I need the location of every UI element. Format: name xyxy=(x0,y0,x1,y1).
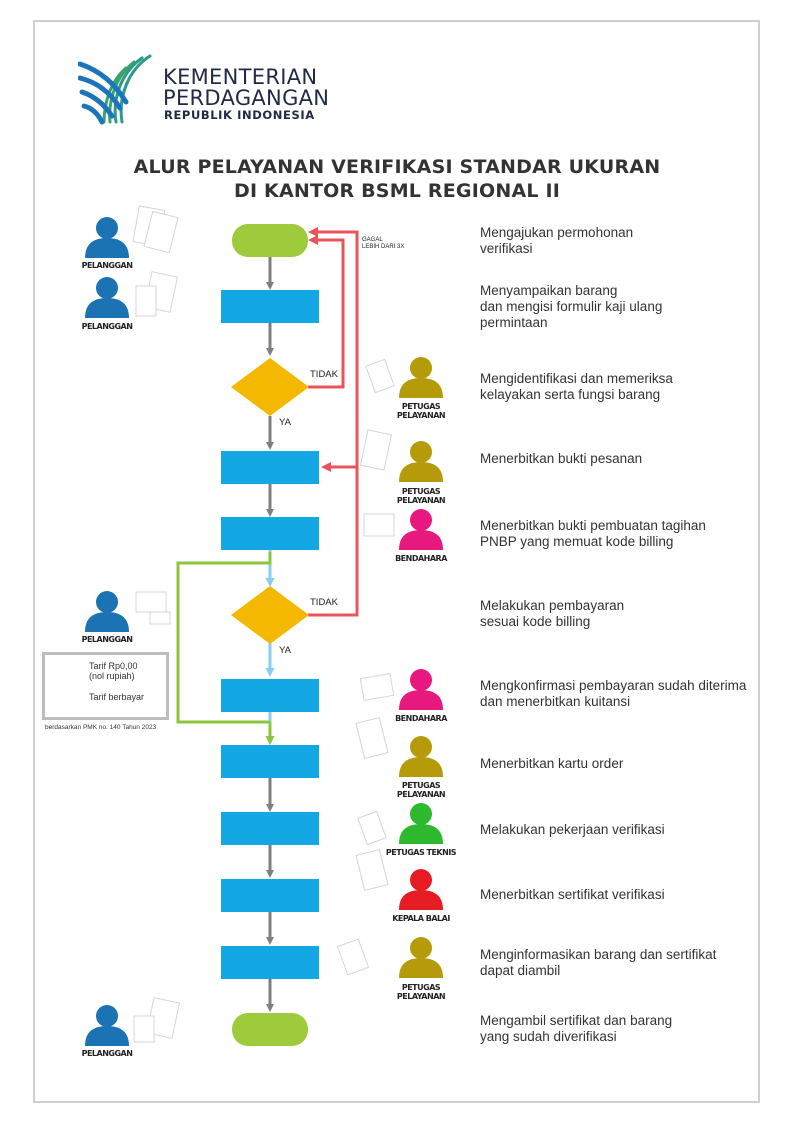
page-frame xyxy=(33,20,760,1103)
page-title-line-2: DI KANTOR BSML REGIONAL II xyxy=(233,180,561,202)
free-path-line xyxy=(176,552,272,724)
document-icon xyxy=(132,205,395,1043)
role-petugas-pelayanan: PETUGAS PELAYANAN xyxy=(396,983,446,1001)
start-terminal xyxy=(232,224,308,257)
legend-footnote: berdasarkan PMK no. 140 Tahun 2023 xyxy=(45,724,157,731)
logo-line-2: PERDAGANGAN xyxy=(163,86,330,110)
ministry-logo-emblem xyxy=(78,54,152,125)
process-box xyxy=(221,290,319,323)
logo-line-1: KEMENTERIAN xyxy=(163,65,318,89)
role-petugas-pelayanan: PETUGAS PELAYANAN xyxy=(396,781,446,799)
role-pelanggan: PELANGGAN xyxy=(81,322,133,331)
decision-diamond xyxy=(231,586,309,644)
ya-label-2: YA xyxy=(279,645,291,656)
process-box xyxy=(221,946,319,979)
step-description-10: Menerbitkan sertifikat verifikasi xyxy=(480,887,665,902)
process-box xyxy=(221,517,319,550)
decision-diamond xyxy=(231,358,309,416)
reject-path-line xyxy=(308,235,345,389)
step-description-5: Menerbitkan bukti pembuatan tagihan PNBP… xyxy=(480,518,706,549)
legend-free-label: Tarif Rp0,00 (nol rupiah) xyxy=(89,661,138,681)
step-description-1: Mengajukan permohonan verifikasi xyxy=(480,225,634,256)
tidak-label-1: TIDAK xyxy=(310,369,338,380)
role-petugas-pelayanan: PETUGAS PELAYANAN xyxy=(396,402,446,420)
process-box xyxy=(221,679,319,712)
person-kepala-balai xyxy=(399,869,443,910)
ya-label-1: YA xyxy=(279,417,291,428)
legend-paid-label: Tarif berbayar xyxy=(89,692,145,702)
page-title-line-1: ALUR PELAYANAN VERIFIKASI STANDAR UKURAN xyxy=(133,156,661,178)
tidak-label-2: TIDAK xyxy=(310,597,338,608)
step-description-6: Melakukan pembayaran sesuai kode billing xyxy=(480,598,625,629)
step-description-8: Menerbitkan kartu order xyxy=(480,756,624,771)
process-box xyxy=(221,879,319,912)
role-pelanggan: PELANGGAN xyxy=(81,1049,133,1058)
person-pelanggan xyxy=(85,217,129,1046)
role-kepala-balai: KEPALA BALAI xyxy=(392,914,450,923)
process-box xyxy=(221,745,319,778)
gagal-sub-label: LEBIH DARI 3X xyxy=(362,244,405,250)
step-description-9: Melakukan pekerjaan verifikasi xyxy=(480,822,665,837)
end-terminal xyxy=(232,1013,308,1046)
logo-line-3: REPUBLIK INDONESIA xyxy=(164,108,315,122)
step-description-4: Menerbitkan bukti pesanan xyxy=(480,451,643,466)
step-description-2: Menyampaikan barang dan mengisi formulir… xyxy=(480,283,663,330)
role-petugas-pelayanan: PETUGAS PELAYANAN xyxy=(396,487,446,505)
gagal-label: GAGAL xyxy=(362,237,383,243)
reject-path-line xyxy=(308,227,359,617)
legend-box xyxy=(42,652,169,720)
process-box xyxy=(221,812,319,845)
role-petugas-teknis: PETUGAS TEKNIS xyxy=(385,848,457,857)
person-bendahara xyxy=(399,509,443,710)
step-description-3: Mengidentifikasi dan memeriksa kelayakan… xyxy=(480,371,673,402)
role-bendahara: BENDAHARA xyxy=(395,554,447,563)
role-pelanggan: PELANGGAN xyxy=(81,261,133,270)
process-box xyxy=(221,451,319,484)
person-petugas-pelayanan xyxy=(399,357,443,978)
step-description-12: Mengambil sertifikat dan barang yang sud… xyxy=(480,1013,673,1044)
role-pelanggan: PELANGGAN xyxy=(81,635,133,644)
role-bendahara: BENDAHARA xyxy=(395,714,447,723)
step-description-11: Menginformasikan barang dan sertifikat d… xyxy=(480,947,717,978)
person-petugas-teknis xyxy=(399,803,443,844)
step-description-7: Mengkonfirmasi pembayaran sudah diterima… xyxy=(480,678,747,709)
